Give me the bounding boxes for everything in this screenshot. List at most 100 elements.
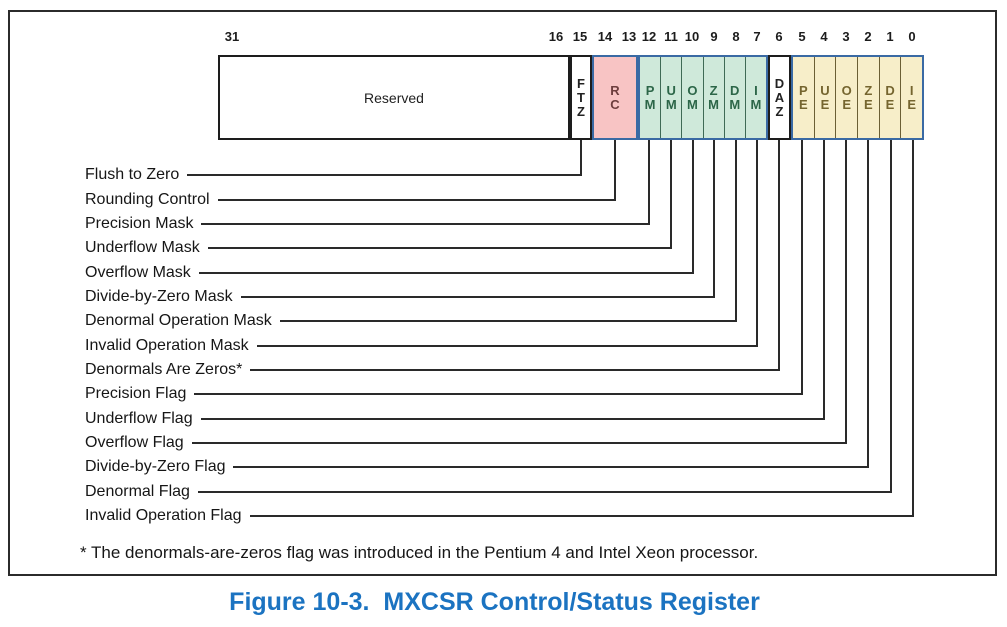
- connector-divide-by-zero-mask: Divide-by-Zero Mask: [85, 286, 715, 308]
- leader-line: [240, 296, 715, 298]
- bit-number-2: 2: [864, 29, 872, 44]
- bit-number-16: 16: [548, 29, 564, 44]
- field-dm-label: D M: [729, 82, 741, 112]
- bit-number-12: 12: [641, 29, 657, 44]
- bit-number-5: 5: [798, 29, 806, 44]
- field-ftz: F T Z: [570, 55, 592, 140]
- field-zm: Z M: [702, 57, 724, 138]
- leader-line: [249, 515, 914, 517]
- leader-line: [201, 223, 650, 225]
- field-de-label: D E: [885, 82, 895, 112]
- connector-invalid-operation-flag: Invalid Operation Flag: [85, 505, 914, 527]
- leader-vline-bit1: [890, 140, 892, 493]
- bit-number-31: 31: [224, 29, 240, 44]
- leader-line: [187, 174, 582, 176]
- connector-label: Underflow Mask: [85, 239, 200, 256]
- field-oe: O E: [835, 57, 857, 138]
- leader-vline-bit3: [845, 140, 847, 444]
- field-um: U M: [660, 57, 681, 138]
- leader-line: [197, 491, 892, 493]
- figure-caption: Figure 10-3. MXCSR Control/Status Regist…: [229, 588, 760, 616]
- field-zm-label: Z M: [708, 82, 719, 112]
- bit-number-3: 3: [842, 29, 850, 44]
- leader-vline-bit4: [823, 140, 825, 420]
- field-ue-label: U E: [820, 82, 830, 112]
- field-oe-label: O E: [841, 82, 852, 112]
- connector-label: Invalid Operation Flag: [85, 507, 242, 524]
- figure-footnote: * The denormals-are-zeros flag was intro…: [80, 543, 759, 562]
- leader-vline-bit0: [912, 140, 914, 517]
- connector-label: Overflow Flag: [85, 434, 184, 451]
- bit-number-1: 1: [886, 29, 894, 44]
- field-dm: D M: [723, 57, 745, 138]
- field-ftz-label: F T Z: [577, 75, 585, 119]
- connector-label: Divide-by-Zero Mask: [85, 288, 233, 305]
- field-pm: P M: [640, 57, 660, 138]
- connector-label: Denormal Flag: [85, 483, 190, 500]
- bit-number-14: 14: [597, 29, 613, 44]
- field-rc-label: R C: [610, 82, 620, 112]
- connector-denormal-flag: Denormal Flag: [85, 481, 892, 503]
- leader-vline-bit8: [735, 140, 737, 322]
- leader-line: [198, 272, 694, 274]
- connector-label: Overflow Mask: [85, 264, 191, 281]
- field-group-exception-flags: P E U E O E Z E D E I E: [791, 55, 924, 140]
- leader-line: [194, 393, 803, 395]
- connector-underflow-flag: Underflow Flag: [85, 408, 825, 430]
- field-ie: I E: [900, 57, 922, 138]
- field-pe: P E: [793, 57, 814, 138]
- field-um-label: U M: [665, 82, 677, 112]
- bit-number-4: 4: [820, 29, 828, 44]
- connector-invalid-operation-mask: Invalid Operation Mask: [85, 335, 758, 357]
- field-im-label: I M: [750, 82, 762, 112]
- leader-line: [191, 442, 847, 444]
- leader-line: [217, 199, 616, 201]
- field-om: O M: [681, 57, 702, 138]
- connector-label: Precision Flag: [85, 385, 187, 402]
- bit-number-15: 15: [572, 29, 588, 44]
- field-de: D E: [878, 57, 901, 138]
- connector-label: Denormals Are Zeros*: [85, 361, 243, 378]
- field-ie-label: I E: [907, 82, 917, 112]
- connector-denormal-operation-mask: Denormal Operation Mask: [85, 310, 737, 332]
- leader-vline-bit2: [867, 140, 869, 468]
- leader-line: [256, 345, 758, 347]
- bit-number-11: 11: [664, 29, 678, 44]
- field-reserved: Reserved: [218, 55, 570, 140]
- connector-divide-by-zero-flag: Divide-by-Zero Flag: [85, 456, 869, 478]
- leader-vline-bit10: [692, 140, 694, 274]
- connector-overflow-flag: Overflow Flag: [85, 432, 847, 454]
- leader-line: [207, 247, 672, 249]
- leader-vline-bit9: [713, 140, 715, 298]
- connector-denormals-are-zeros: Denormals Are Zeros*: [85, 359, 780, 381]
- leader-vline-bit7: [756, 140, 758, 347]
- connector-overflow-mask: Overflow Mask: [85, 262, 694, 284]
- field-daz: D A Z: [768, 55, 791, 140]
- bit-number-10: 10: [684, 29, 700, 44]
- connector-precision-mask: Precision Mask: [85, 213, 650, 235]
- leader-vline-bit11: [670, 140, 672, 249]
- connector-flush-to-zero: Flush to Zero: [85, 164, 582, 186]
- field-reserved-label: Reserved: [364, 89, 424, 106]
- field-daz-label: D A Z: [774, 75, 785, 119]
- connector-label: Precision Mask: [85, 215, 194, 232]
- connector-label: Rounding Control: [85, 191, 210, 208]
- leader-line: [233, 466, 869, 468]
- connector-label: Underflow Flag: [85, 410, 193, 427]
- leader-vline-bit6: [778, 140, 780, 371]
- bit-number-8: 8: [732, 29, 740, 44]
- field-im: I M: [744, 57, 766, 138]
- bit-number-0: 0: [908, 29, 916, 44]
- bit-number-7: 7: [753, 29, 761, 44]
- field-pe-label: P E: [798, 82, 808, 112]
- bit-number-9: 9: [710, 29, 718, 44]
- field-ze-label: Z E: [864, 82, 873, 112]
- connector-precision-flag: Precision Flag: [85, 383, 803, 405]
- leader-line: [250, 369, 780, 371]
- connector-label: Invalid Operation Mask: [85, 337, 249, 354]
- field-group-exception-masks: P M U M O M Z M D M I M: [638, 55, 768, 140]
- field-ue: U E: [813, 57, 836, 138]
- leader-line: [200, 418, 825, 420]
- connector-underflow-mask: Underflow Mask: [85, 237, 672, 259]
